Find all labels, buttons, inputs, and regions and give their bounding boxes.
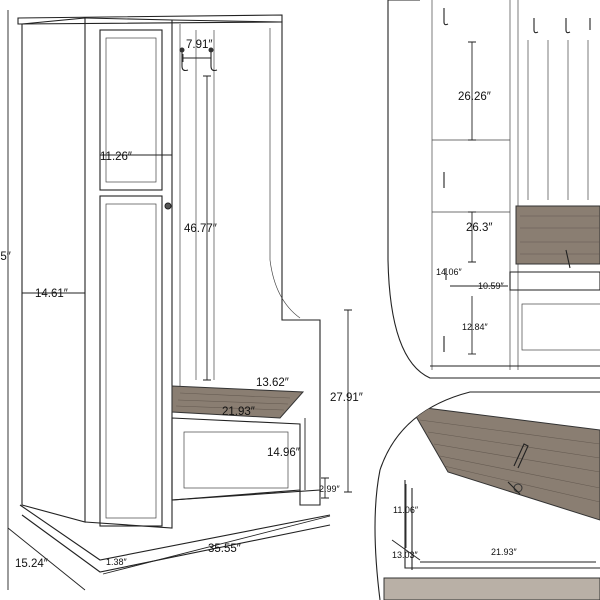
label-cabinet-upper-width: 11.26″ [100, 151, 132, 163]
coat-hook-icon [179, 47, 189, 72]
label-total-width: 35.55″ [208, 543, 241, 555]
label-upper-height: 26.26″ [458, 91, 491, 103]
label-bench-height: 27.91″ [330, 392, 363, 404]
label-cabinet-depth: 14.61″ [35, 288, 68, 300]
coat-hook-icon [208, 47, 218, 72]
label-inner-height: 11.06″ [393, 505, 419, 515]
detail-circle-top [387, 0, 600, 379]
main-dimension-lines [7, 10, 352, 591]
label-side-depth-detail: 14.06″ [436, 267, 463, 277]
label-hook-spacing: 7.91″ [186, 39, 212, 51]
detail-circle-bottom [374, 391, 600, 600]
label-inner-depth: 10.59″ [478, 281, 505, 291]
label-side-depth: 15.24″ [15, 558, 48, 570]
main-hall-tree-drawing [17, 14, 331, 573]
label-hanger-height: 46.77″ [184, 223, 217, 235]
label-storage-height: 14.96″ [267, 447, 300, 459]
label-total-height: 35″ [0, 251, 11, 263]
label-lower-height: 12.84″ [462, 322, 489, 332]
label-base-height: 2.99″ [319, 484, 341, 494]
label-bench-width: 21.93″ [222, 406, 255, 418]
label-middle-height: 26.3″ [466, 222, 492, 234]
label-inner-width: 21.93″ [491, 547, 518, 557]
label-base-offset: 1.38″ [106, 557, 128, 567]
label-bench-depth: 13.62″ [256, 377, 289, 389]
label-inner-depth-bottom: 13.03″ [392, 550, 419, 560]
